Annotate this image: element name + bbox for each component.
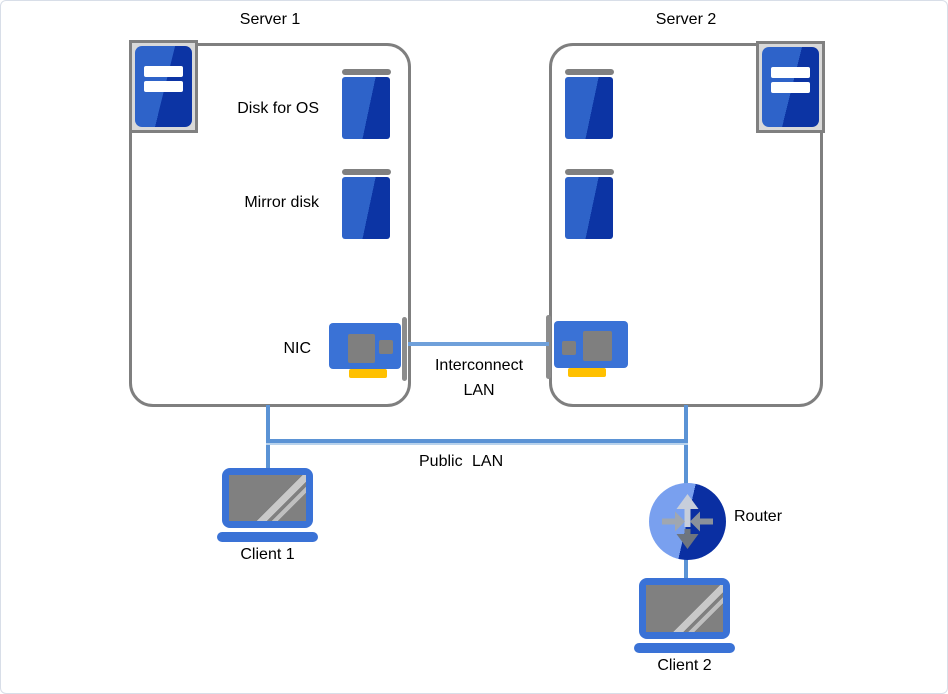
nic-chip-large (583, 331, 612, 361)
client1-label: Client 1 (240, 546, 295, 563)
disk-os-label: Disk for OS (237, 100, 319, 117)
disk-cap (565, 69, 614, 75)
laptop-screen (229, 475, 306, 521)
disk-body (342, 177, 390, 239)
interconnect-lan-line (408, 342, 549, 346)
disk-icon (342, 169, 391, 239)
server-tower-panel (135, 46, 192, 127)
router-icon (649, 483, 726, 560)
server-tower-icon (129, 40, 198, 133)
disk-icon (565, 169, 614, 239)
laptop-screen (646, 585, 723, 632)
nic-connector (349, 369, 387, 378)
nic-chip-large (348, 334, 375, 363)
nic-label: NIC (283, 340, 311, 357)
server-tower-panel (762, 47, 819, 127)
nic-chip-small (562, 341, 576, 355)
router-label: Router (734, 508, 783, 525)
nic-icon (544, 315, 628, 379)
disk-cap (342, 69, 391, 75)
interconnect-lan-label: Interconnect LAN (408, 353, 550, 403)
nic-icon (329, 317, 407, 381)
disk-cap (565, 169, 614, 175)
client2-label: Client 2 (657, 657, 712, 674)
mirror-disk-label: Mirror disk (244, 194, 319, 211)
tower-slot-icon (771, 67, 810, 78)
tower-slot-icon (144, 66, 183, 77)
disk-body (565, 77, 613, 139)
nic-bracket (402, 317, 407, 381)
nic-chip-small (379, 340, 393, 354)
public-lan-label: Public LAN (419, 453, 504, 470)
nic-connector (568, 368, 606, 377)
disk-body (565, 177, 613, 239)
interconnect-lan-label-line1: Interconnect (434, 357, 524, 374)
public-lan-line (266, 439, 688, 445)
nic-bracket (546, 315, 551, 379)
server2-title: Server 2 (655, 11, 717, 28)
laptop-icon (222, 468, 313, 528)
tower-slot-icon (144, 81, 183, 92)
server-tower-icon (756, 41, 825, 133)
tower-slot-icon (771, 82, 810, 93)
server1-to-lan-line (266, 405, 270, 468)
disk-icon (342, 69, 391, 139)
laptop-base (634, 643, 735, 653)
interconnect-lan-label-line2: LAN (463, 382, 495, 399)
disk-cap (342, 169, 391, 175)
laptop-base (217, 532, 318, 542)
disk-body (342, 77, 390, 139)
router-arrows-icon (662, 494, 713, 549)
disk-icon (565, 69, 614, 139)
server1-title: Server 1 (239, 11, 301, 28)
laptop-icon (639, 578, 730, 639)
